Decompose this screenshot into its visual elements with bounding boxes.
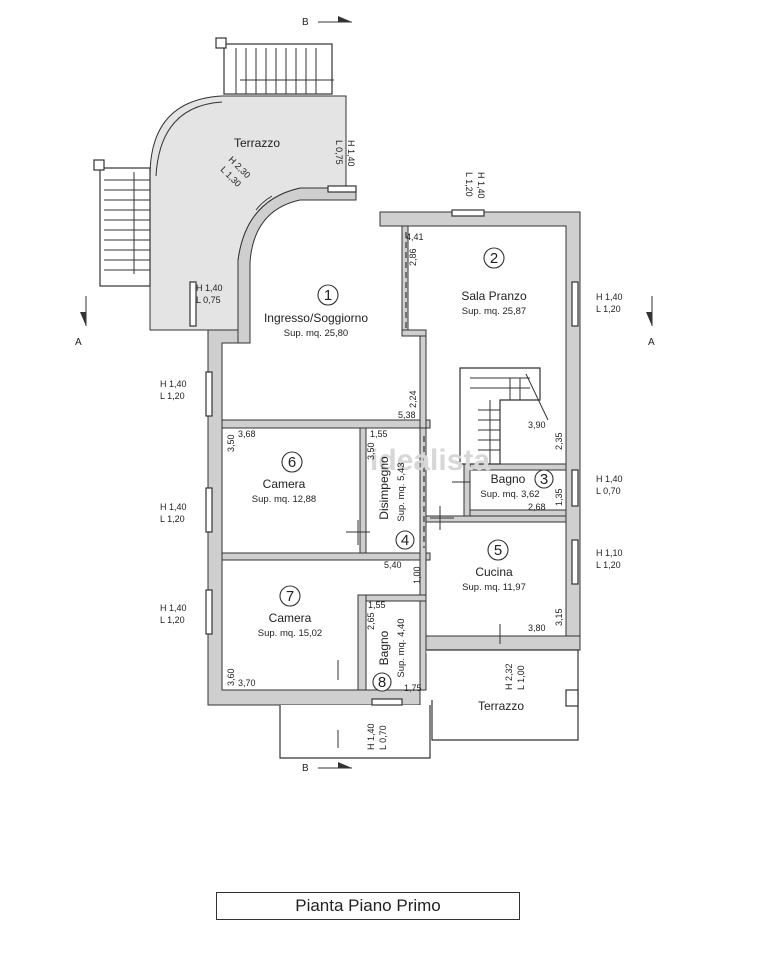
room-5-name: Cucina [475,565,513,579]
section-b-bottom-label: B [302,763,309,774]
room-6: 6 Camera Sup. mq. 12,88 [252,451,316,505]
room-5-number: 5 [494,542,502,559]
dim-3-90: 3,90 [528,420,546,430]
win-left1-h: H 1,40 [160,379,187,389]
room-6-number: 6 [288,454,296,471]
win-pranzo-right-h: H 1,40 [596,292,623,302]
room-2-number: 2 [490,250,498,267]
win-bagno8-h: H 1,40 [366,723,376,750]
dim-1-35: 1,35 [554,488,564,506]
room-8-name: Bagno [377,630,391,665]
room-7-area: Sup. mq. 15,02 [258,628,322,639]
terrace-top-label: Terrazzo [234,136,280,150]
room-1-number: 1 [324,287,332,304]
room-2-name: Sala Pranzo [461,289,527,303]
room-3: 3 Bagno Sup. mq. 3,62 [480,469,554,500]
win-left3-l: L 1,20 [160,615,185,625]
exterior-walls [207,187,581,759]
win-left2-l: L 1,20 [160,514,185,524]
win-terrace-bottom-l: L 1,00 [516,665,526,690]
win-cucina-l: L 1,20 [596,560,621,570]
section-markers: B B A A [75,16,655,774]
watermark: idealista [370,444,490,477]
room-4-area: Sup. mq. 5,43 [396,462,407,521]
win-terrace-top-l: L 0,75 [334,140,344,165]
dim-3-80: 3,80 [528,623,546,633]
section-a-left-label: A [75,337,82,348]
room-7-name: Camera [269,611,312,625]
win-cucina-h: H 1,10 [596,548,623,558]
dim-1-75: 1,75 [404,683,422,693]
dim-3-60: 3,60 [226,668,236,686]
dim-5-38: 5,38 [398,410,416,420]
section-b-top-label: B [302,17,309,28]
room-2: 2 Sala Pranzo Sup. mq. 25,87 [461,247,527,317]
room-2-area: Sup. mq. 25,87 [462,306,526,317]
dim-2-68: 2,68 [528,502,546,512]
win-pranzo-top-l: L 1,20 [464,172,474,197]
window-marks [189,185,579,707]
dim-1-00: 1,00 [412,566,422,584]
win-left3-h: H 1,40 [160,603,187,613]
section-a-right-label: A [648,337,655,348]
win-left2-h: H 1,40 [160,502,187,512]
dim-4-41: 4,41 [406,232,424,242]
terrace-top-area [93,37,347,331]
room-1: 1 Ingresso/Soggiorno Sup. mq. 25,80 [264,284,368,339]
room-5-area: Sup. mq. 11,97 [462,582,526,593]
terrace-bottom-label: Terrazzo [478,699,524,713]
room-5: 5 Cucina Sup. mq. 11,97 [462,539,526,593]
win-pranzo-top-h: H 1,40 [476,172,486,199]
door-marks [337,481,501,748]
stair-interior [459,367,549,465]
dim-1-55a: 1,55 [370,429,388,439]
dim-3-15: 3,15 [554,608,564,626]
room-3-number: 3 [540,471,548,488]
win-bagno8-l: L 0,70 [378,725,388,750]
win-terrace-left-h: H 1,40 [196,283,223,293]
win-bagno3-l: L 0,70 [596,486,621,496]
room-7: 7 Camera Sup. mq. 15,02 [258,585,322,639]
room-4-name: Disimpegno [377,456,391,520]
dim-2-24: 2,24 [408,390,418,408]
dim-5-40: 5,40 [384,560,402,570]
room-8-number: 8 [378,674,386,691]
dim-1-55b: 1,55 [368,600,386,610]
room-6-name: Camera [263,477,306,491]
dim-2-35: 2,35 [554,432,564,450]
room-1-area: Sup. mq. 25,80 [284,328,348,339]
dim-2-65: 2,65 [366,612,376,630]
stair-top [215,37,334,95]
dim-3-50a: 3,50 [226,434,236,452]
win-left1-l: L 1,20 [160,391,185,401]
room-4: 4 Disimpegno Sup. mq. 5,43 [377,456,415,550]
room-1-name: Ingresso/Soggiorno [264,311,368,325]
room-7-number: 7 [286,588,294,605]
room-3-name: Bagno [491,472,526,486]
plan-title: Pianta Piano Primo [216,892,520,920]
room-8-area: Sup. mq. 4,40 [396,618,407,677]
dim-3-70: 3,70 [238,678,256,688]
room-6-area: Sup. mq. 12,88 [252,494,316,505]
win-terrace-bottom-h: H 2,32 [504,663,514,690]
win-terrace-left-l: L 0,75 [196,295,221,305]
win-terrace-top-h: H 1,40 [346,140,356,167]
stair-left [93,159,151,287]
dim-3-68: 3,68 [238,429,256,439]
room-4-number: 4 [401,532,409,549]
dim-2-86: 2,86 [408,248,418,266]
dim-3-50b: 3,50 [366,442,376,460]
room-3-area: Sup. mq. 3,62 [480,489,539,500]
win-bagno3-h: H 1,40 [596,474,623,484]
dimension-labels: 4,41 2,86 2,24 5,38 3,50 3,68 1,55 3,50 … [226,232,564,693]
win-pranzo-right-l: L 1,20 [596,304,621,314]
room-8: 8 Bagno Sup. mq. 4,40 [372,618,407,692]
